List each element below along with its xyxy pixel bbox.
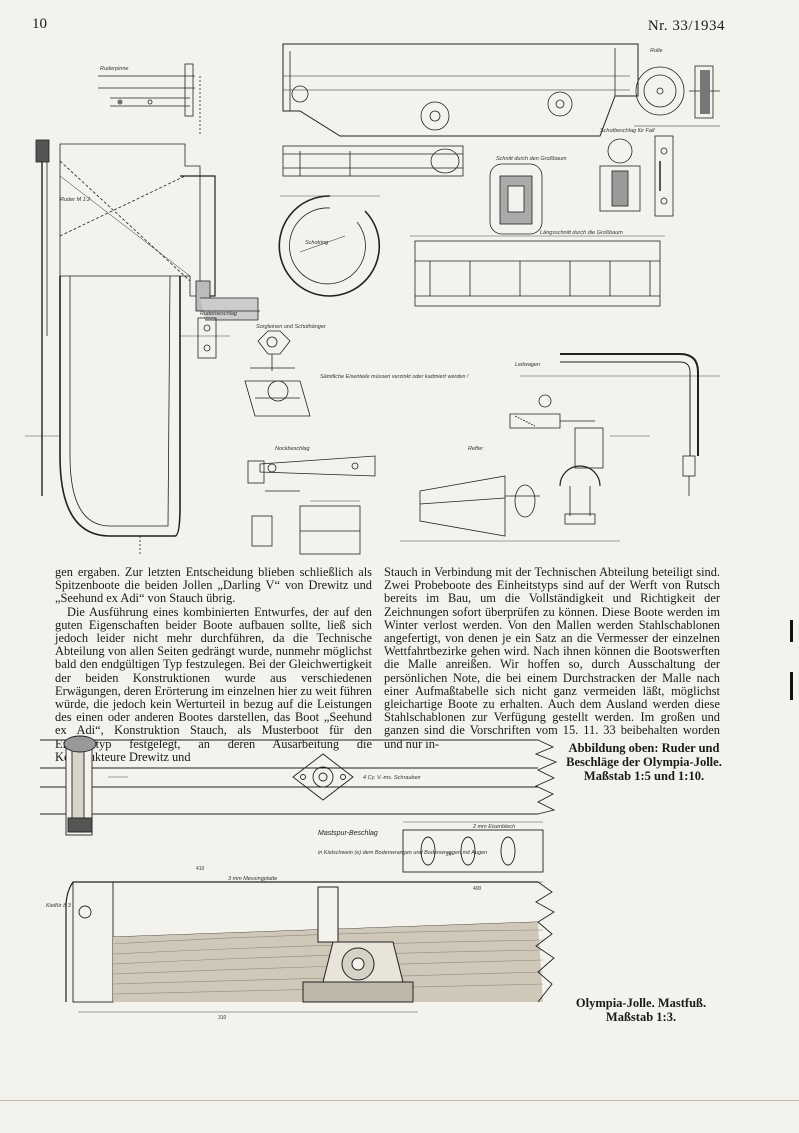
- caption-top: Abbildung oben: Ruder und Beschläge der …: [556, 741, 732, 783]
- figure-rudder-fittings: Ruder M 1:2 Schotring Längsschnitt durch…: [0, 36, 799, 560]
- edge-mark: [790, 620, 793, 642]
- label-schotbeschlag: Schotbeschlag für Fall: [600, 128, 655, 134]
- edge-mark: [790, 672, 793, 700]
- dimension-410: 410: [196, 866, 205, 872]
- issue-number: Nr. 33/1934: [647, 18, 725, 34]
- label-eisenteile: Sämtliche Eisenteile müssen verzinkt ode…: [320, 374, 469, 380]
- dimension-24: 24: [446, 852, 452, 858]
- page-bottom-rule: [0, 1100, 799, 1101]
- figure-mast-step: Mastspur-Beschlag in Kielschwein (e) dem…: [18, 732, 563, 1027]
- label-eisenblech: 2 mm Eisenblech: [472, 824, 515, 830]
- label-kielband: 3 mm Messingplatte: [228, 876, 277, 882]
- paragraph: gen ergaben. Zur letzten Entscheidung bl…: [55, 565, 372, 606]
- label-sorgleinen: Sorgleinen und Schothänger: [256, 324, 327, 330]
- paragraph: Stauch in Verbindung mit der Technischen…: [384, 565, 720, 751]
- caption-line: Abbildung oben: Ruder und: [568, 741, 720, 755]
- caption-line: Beschläge der Olympia-Jolle.: [566, 755, 722, 769]
- label-laengsschnitt: Längsschnitt durch die Großbaum: [540, 230, 623, 236]
- page-number: 10: [32, 16, 47, 32]
- label-reffer: Reffer: [468, 446, 484, 452]
- caption-line: Maßstab 1:3.: [605, 1010, 677, 1024]
- label-mastspur-note: in Kielschwein (e) dem Bodenwrangen und …: [318, 850, 487, 856]
- dimension-400: 400: [473, 886, 482, 892]
- label-kiel: Kielfür 8 3: [46, 903, 72, 909]
- label-mastspur: Mastspur-Beschlag: [318, 830, 378, 837]
- caption-bottom: Olympia-Jolle. Mastfuß. Maßstab 1:3.: [566, 996, 716, 1024]
- caption-line: Olympia-Jolle. Mastfuß.: [575, 996, 707, 1010]
- label-rolle: Rolle: [650, 48, 663, 54]
- label-schrauben: 4 Cy. V.-ms. Schrauben: [363, 775, 421, 781]
- caption-line: Maßstab 1:5 und 1:10.: [583, 769, 705, 783]
- dimension-310: 310: [218, 1015, 227, 1021]
- rudder-fittings-drawing: Ruder M 1:2 Schotring Längsschnitt durch…: [25, 43, 720, 556]
- label-leitwagen: Leitwagen: [515, 362, 540, 368]
- label-ruder: Ruder M 1:2: [60, 197, 90, 203]
- text-column-right: Stauch in Verbindung mit der Technischen…: [384, 565, 720, 751]
- label-ruderbeschlag: Ruderbeschlag: [200, 311, 238, 317]
- mast-step-drawing: Mastspur-Beschlag in Kielschwein (e) dem…: [40, 735, 558, 1021]
- label-schotring: Schotring: [305, 240, 329, 246]
- label-schnitt-grossbaum: Schnitt durch den Großbaum: [496, 156, 567, 162]
- label-ruderpinne: Ruderpinne: [100, 66, 128, 72]
- label-nockbeschlag: Nockbeschlag: [275, 446, 310, 452]
